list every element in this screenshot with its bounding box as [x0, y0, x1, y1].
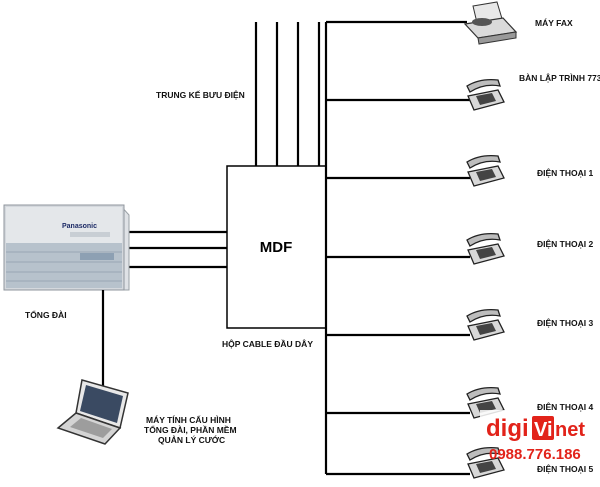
- phones-group: [466, 78, 505, 479]
- phone-icon: [466, 232, 505, 265]
- mdf-label: MDF: [260, 239, 293, 256]
- laptop-icon: [56, 379, 129, 445]
- pbx-label: TỔNG ĐÀI: [25, 309, 67, 320]
- phone-icon: [466, 308, 505, 341]
- svg-text:TỔNG ĐÀI, PHẦN MỀM: TỔNG ĐÀI, PHẦN MỀM: [144, 424, 237, 435]
- logo-text-c: net: [555, 419, 585, 441]
- digivinet-logo: digi Vi net 0988.776.186: [480, 410, 585, 463]
- device-label-phone-5: ĐIỆN THOẠI 5: [537, 463, 593, 474]
- logo-text-b: Vi: [534, 419, 553, 441]
- device-label-phone-2: ĐIỆN THOẠI 2: [537, 238, 593, 249]
- computer-label: MÁY TÍNH CẤU HÌNH TỔNG ĐÀI, PHẦN MỀM QUẢ…: [144, 415, 237, 445]
- svg-text:MÁY TÍNH CẤU HÌNH: MÁY TÍNH CẤU HÌNH: [146, 415, 231, 425]
- device-label-phone-4: ĐIỆN THOẠI 4: [537, 401, 593, 412]
- phone-icon: [466, 78, 505, 111]
- pbx-unit: Panasonic: [3, 204, 130, 291]
- device-label-phone-3: ĐIỆN THOẠI 3: [537, 317, 593, 328]
- pbx-mdf-lines: [129, 230, 227, 269]
- fax-icon: [463, 1, 518, 45]
- mdf-box: [226, 165, 327, 329]
- svg-text:QUẢN LÝ CƯỚC: QUẢN LÝ CƯỚC: [158, 434, 225, 445]
- device-labels: MÁY FAX BÀN LẬP TRÌNH 7730 ĐIỆN THOẠI 1 …: [519, 18, 600, 474]
- trunk-lines: [254, 22, 321, 166]
- logo-phone: 0988.776.186: [489, 446, 581, 463]
- phone-icon: [466, 154, 505, 187]
- pbx-brand: Panasonic: [62, 223, 97, 230]
- device-label-programmer: BÀN LẬP TRÌNH 7730: [519, 72, 600, 83]
- distribution-bus: [324, 20, 470, 476]
- phone-icon: [466, 446, 505, 479]
- logo-text-a: digi: [486, 415, 529, 442]
- device-label-phone-1: ĐIỆN THOẠI 1: [537, 167, 593, 178]
- trunk-label: TRUNG KẾ BƯU ĐIỆN: [156, 89, 245, 100]
- device-label-fax: MÁY FAX: [535, 18, 573, 28]
- mdf-box-label: HỘP CABLE ĐẦU DÂY: [222, 338, 313, 349]
